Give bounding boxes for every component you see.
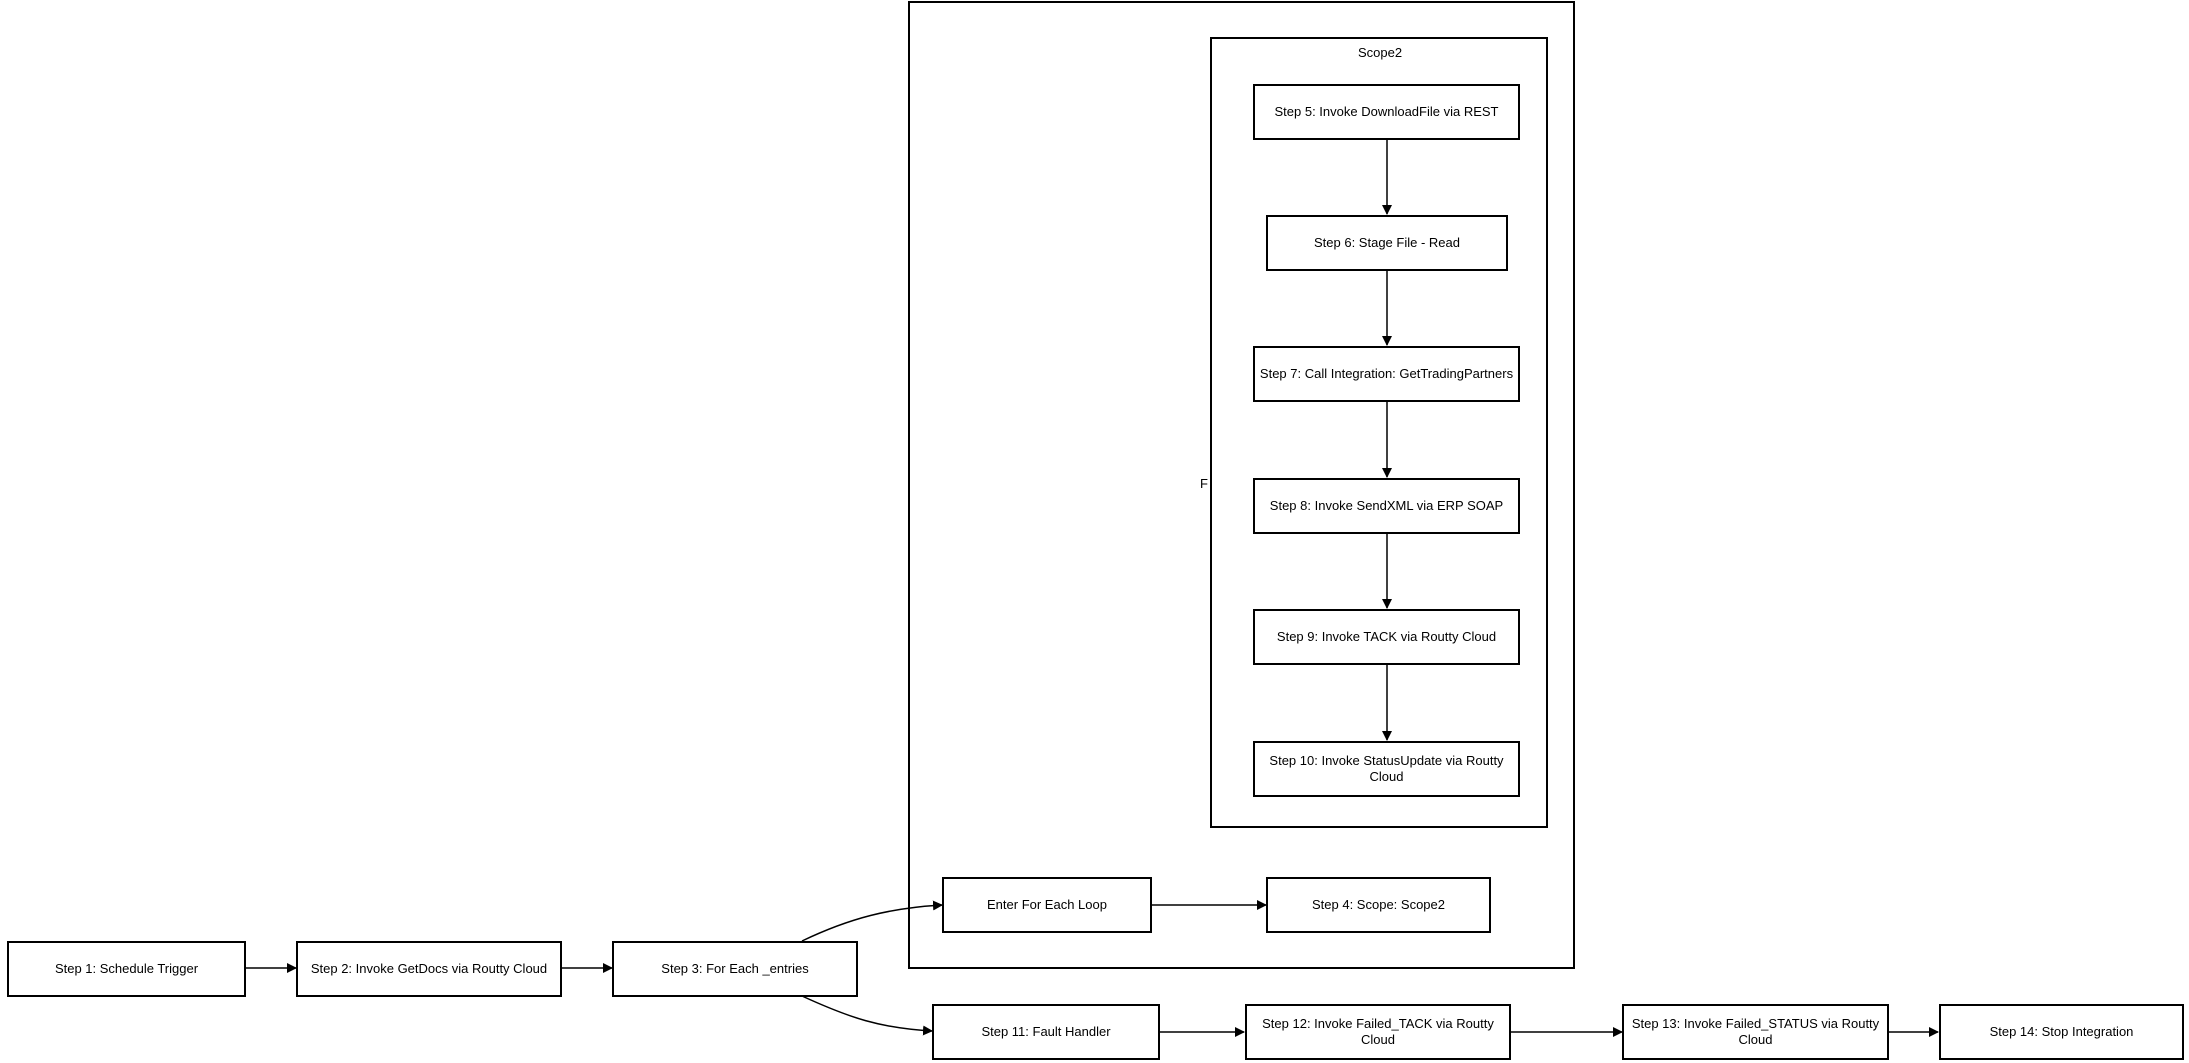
- step9-invoke-tack-node[interactable]: Step 9: Invoke TACK via Routty Cloud: [1253, 609, 1520, 665]
- step3-for-each-node[interactable]: Step 3: For Each _entries: [612, 941, 858, 997]
- step10-invoke-statusupdate-node[interactable]: Step 10: Invoke StatusUpdate via Routty …: [1253, 741, 1520, 797]
- step1-schedule-trigger-node[interactable]: Step 1: Schedule Trigger: [7, 941, 246, 997]
- enter-for-each-loop-node[interactable]: Enter For Each Loop: [942, 877, 1152, 933]
- for-each-container-label: F: [1200, 476, 1208, 491]
- scope2-container-label: Scope2: [1358, 45, 1403, 60]
- for-each-container: [908, 1, 1575, 969]
- step2-invoke-getdocs-node[interactable]: Step 2: Invoke GetDocs via Routty Cloud: [296, 941, 562, 997]
- scope2-container: [1210, 37, 1548, 828]
- step7-call-integration-node[interactable]: Step 7: Call Integration: GetTradingPart…: [1253, 346, 1520, 402]
- step13-invoke-failed-status-node[interactable]: Step 13: Invoke Failed_STATUS via Routty…: [1622, 1004, 1889, 1060]
- step11-fault-handler-node[interactable]: Step 11: Fault Handler: [932, 1004, 1160, 1060]
- step12-invoke-failed-tack-node[interactable]: Step 12: Invoke Failed_TACK via Routty C…: [1245, 1004, 1511, 1060]
- step4-scope-node[interactable]: Step 4: Scope: Scope2: [1266, 877, 1491, 933]
- step8-invoke-sendxml-node[interactable]: Step 8: Invoke SendXML via ERP SOAP: [1253, 478, 1520, 534]
- step6-stage-file-read-node[interactable]: Step 6: Stage File - Read: [1266, 215, 1508, 271]
- step14-stop-integration-node[interactable]: Step 14: Stop Integration: [1939, 1004, 2184, 1060]
- edge-step3-step11: [801, 995, 933, 1036]
- edge-step3-enter-loop: [801, 900, 943, 942]
- step5-invoke-downloadfile-node[interactable]: Step 5: Invoke DownloadFile via REST: [1253, 84, 1520, 140]
